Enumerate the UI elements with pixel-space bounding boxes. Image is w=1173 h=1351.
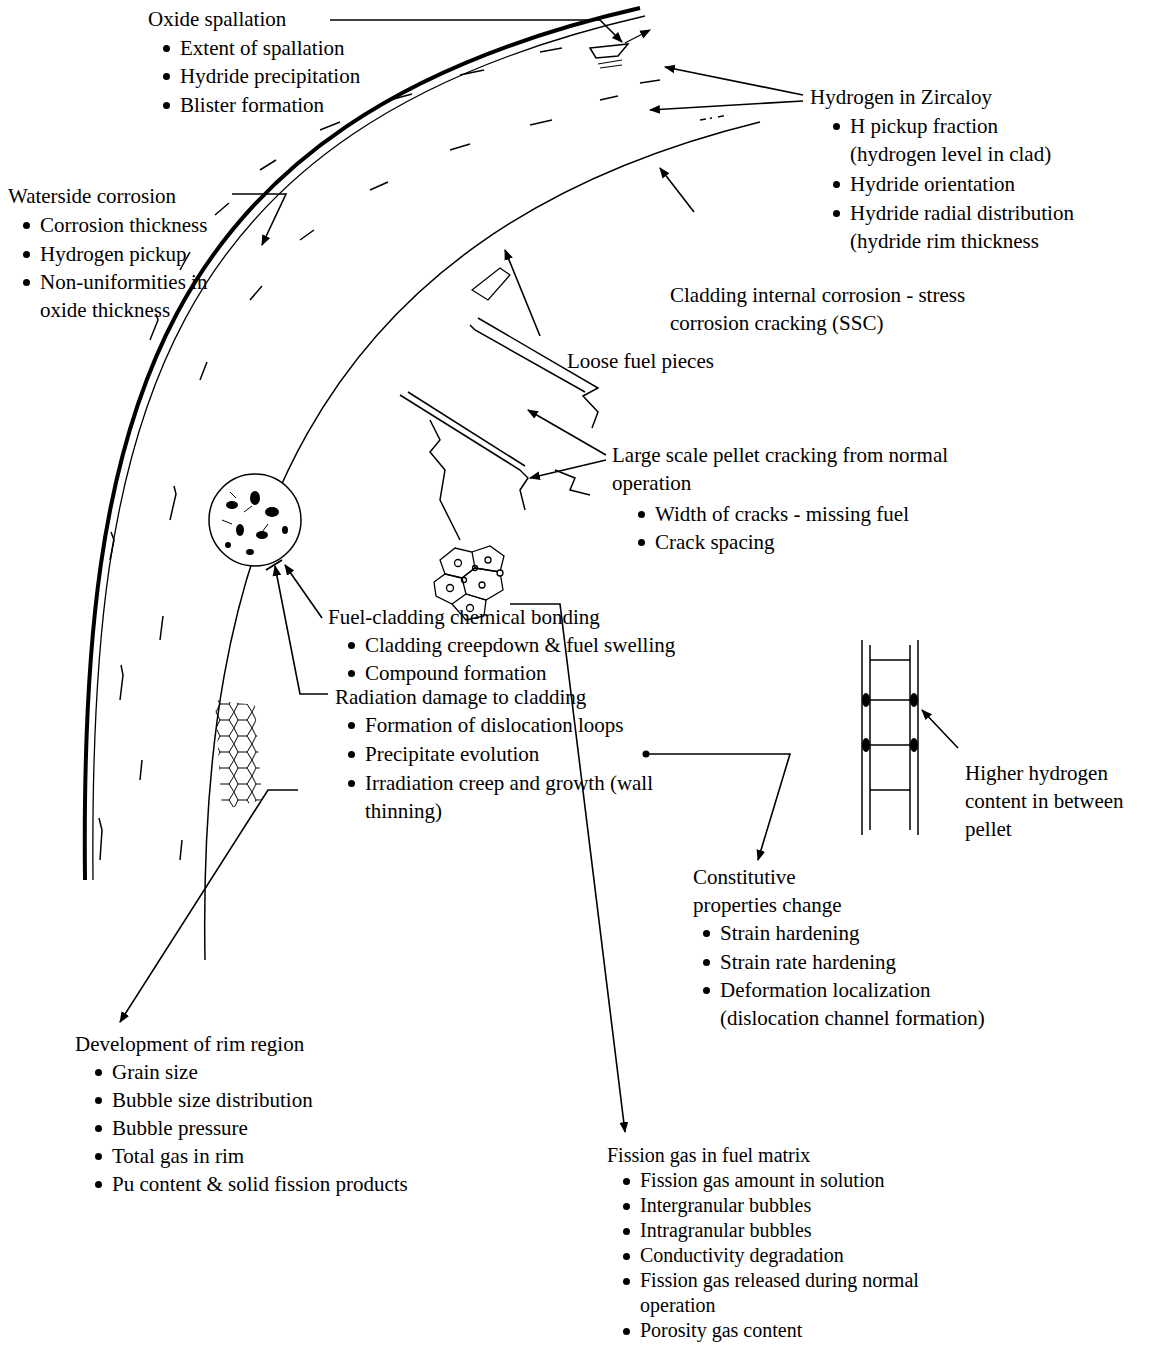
bullet-item: Width of cracks - missing fuel — [655, 500, 909, 528]
bullet-dot — [348, 780, 355, 787]
bullet-item: Irradiation creep and growth (wall thinn… — [365, 769, 665, 825]
bullet-item: Strain hardening — [720, 919, 859, 947]
pellet-stack — [862, 640, 918, 835]
bullet-item: Bubble pressure — [112, 1114, 248, 1142]
bullet-item: Total gas in rim — [112, 1142, 244, 1170]
bullet-item: Pu content & solid fission products — [112, 1170, 408, 1198]
bullet-dot — [348, 642, 355, 649]
bullet-item: Fission gas amount in solution — [640, 1168, 884, 1193]
bullet-dot — [703, 959, 710, 966]
leader-lines — [120, 20, 958, 1132]
bullet-item: Fission gas released during normal opera… — [640, 1268, 940, 1318]
bullet-item: Hydride orientation — [850, 170, 1015, 198]
bullet-item: Extent of spallation — [180, 34, 344, 62]
bullet-item: Strain rate hardening — [720, 948, 896, 976]
bullet-item: Formation of dislocation loops — [365, 711, 623, 739]
bullet-dot — [95, 1181, 102, 1188]
bullet-item: Hydrogen pickup — [40, 240, 186, 268]
bullet-item: Deformation localization (dislocation ch… — [720, 976, 1025, 1032]
bullet-dot — [163, 73, 170, 80]
bullet-dot — [623, 1328, 630, 1335]
bullet-item: Conductivity degradation — [640, 1243, 844, 1268]
callout-heading: Large scale pellet cracking from normal … — [612, 441, 970, 497]
bullet-dot — [623, 1228, 630, 1235]
callout-heading: Cladding internal corrosion - stress cor… — [670, 281, 1030, 337]
callout-heading: Fission gas in fuel matrix — [607, 1143, 810, 1168]
oxide-outer-surface — [85, 8, 640, 880]
bullet-item: Blister formation — [180, 91, 324, 119]
bullet-item: Grain size — [112, 1058, 198, 1086]
bullet-item: Hydride radial distribution (hydride rim… — [850, 199, 1140, 255]
callout-heading: Oxide spallation — [148, 5, 286, 33]
bullet-item: Bubble size distribution — [112, 1086, 313, 1114]
bullet-item: Intergranular bubbles — [640, 1193, 811, 1218]
bullet-item: H pickup fraction (hydrogen level in cla… — [850, 112, 1085, 168]
bullet-dot — [638, 511, 645, 518]
bullet-dot — [703, 930, 710, 937]
callout-heading: Radiation damage to cladding — [335, 683, 586, 711]
bullet-dot — [833, 210, 840, 217]
bullet-item: Compound formation — [365, 659, 546, 687]
bullet-dot — [833, 123, 840, 130]
bullet-dot — [623, 1178, 630, 1185]
bullet-dot — [623, 1203, 630, 1210]
bullet-dot — [703, 987, 710, 994]
bullet-dot — [833, 181, 840, 188]
oxide-metal-interface — [93, 16, 645, 880]
bullet-item: Porosity gas content — [640, 1318, 802, 1343]
bullet-dot — [23, 279, 30, 286]
callout-heading: Constitutive properties change — [693, 863, 873, 919]
bullet-dot — [348, 751, 355, 758]
callout-heading: Hydrogen in Zircaloy — [810, 83, 992, 111]
bullet-item: Non-uniformities in oxide thickness — [40, 268, 212, 324]
callout-heading: Fuel-cladding chemical bonding — [328, 603, 600, 631]
bullet-dot — [95, 1097, 102, 1104]
bullet-dot — [638, 539, 645, 546]
cladding-magnifier — [209, 474, 301, 566]
bullet-item: Crack spacing — [655, 528, 775, 556]
bullet-dot — [348, 722, 355, 729]
bullet-dot — [623, 1253, 630, 1260]
callout-heading: Loose fuel pieces — [567, 347, 714, 375]
bullet-dot — [348, 670, 355, 677]
bullet-dot — [23, 251, 30, 258]
bullet-dot — [95, 1153, 102, 1160]
bullet-dot — [23, 222, 30, 229]
spall-flake — [590, 44, 628, 58]
bullet-item: Corrosion thickness — [40, 211, 207, 239]
bullet-item: Precipitate evolution — [365, 740, 539, 768]
bullet-item: Intragranular bubbles — [640, 1218, 812, 1243]
rim-grains — [215, 700, 262, 810]
bullet-dot — [95, 1125, 102, 1132]
bullet-dot — [95, 1069, 102, 1076]
bullet-item: Cladding creepdown & fuel swelling — [365, 631, 675, 659]
bullet-dot — [163, 45, 170, 52]
bullet-item: Hydride precipitation — [180, 62, 360, 90]
bullet-dot — [623, 1278, 630, 1285]
bullet-dot — [163, 102, 170, 109]
callout-heading: Waterside corrosion — [8, 182, 176, 210]
callout-heading: Higher hydrogen content in between pelle… — [965, 759, 1150, 843]
callout-heading: Development of rim region — [75, 1030, 304, 1058]
